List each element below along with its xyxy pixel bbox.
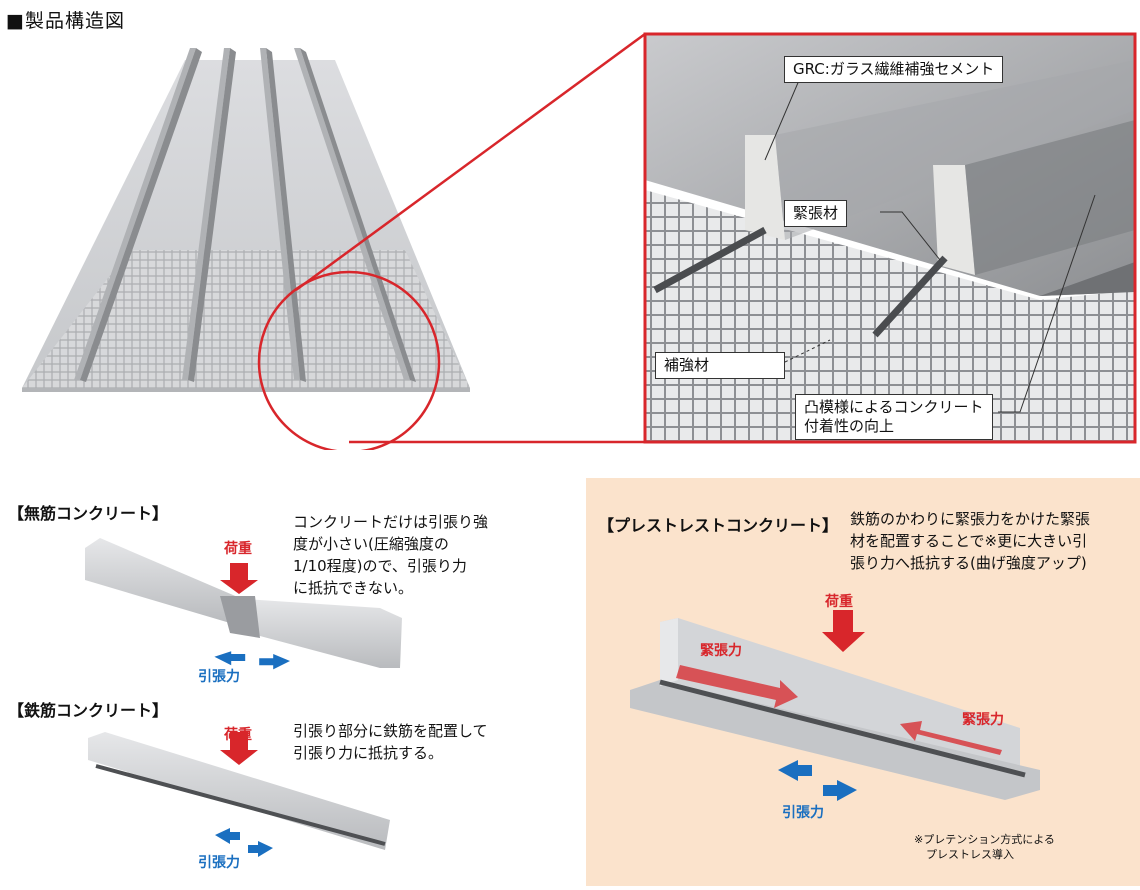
- prestressed-tension-label: 引張力: [782, 805, 824, 821]
- zoom-frame: [643, 32, 1137, 444]
- zoom-detail-illustration: [645, 34, 1135, 442]
- prestressed-concrete-beam: [630, 610, 1040, 801]
- reinforced-concrete-beam: [88, 732, 390, 857]
- surface-bond-label: 凸模様によるコンクリート 付着性の向上: [795, 394, 993, 440]
- prestressed-concrete-heading: 【プレストレストコンクリート】: [598, 516, 839, 535]
- reinforced-load-label: 荷重: [224, 727, 252, 743]
- plain-concrete-heading: 【無筋コンクリート】: [8, 504, 169, 523]
- reinforced-tension-label: 引張力: [198, 855, 240, 871]
- plain-load-label: 荷重: [224, 541, 252, 557]
- reinforced-concrete-heading: 【鉄筋コンクリート】: [8, 701, 169, 720]
- plain-concrete-beam: [85, 538, 402, 670]
- prestress-label-right: 緊張力: [962, 712, 1004, 728]
- zoom-circle: [257, 270, 441, 450]
- prestressed-load-label: 荷重: [825, 594, 853, 610]
- tendon-label: 緊張材: [784, 200, 848, 227]
- grc-label: GRC:ガラス繊維補強セメント: [784, 56, 1004, 83]
- reinforced-concrete-description: 引張り部分に鉄筋を配置して 引張り力に抵抗する。: [293, 722, 488, 762]
- grc-panel-illustration: [22, 48, 470, 392]
- plain-tension-label: 引張力: [198, 669, 240, 685]
- prestressed-concrete-description: 鉄筋のかわりに緊張力をかけた緊張 材を配置することで※更に大きい引 張り力へ抵抗…: [850, 510, 1091, 572]
- pretension-note: ※プレテンション方式による プレストレス導入: [914, 833, 1055, 861]
- plain-concrete-description: コンクリートだけは引張り強 度が小さい(圧縮強度の 1/10程度)ので、引張り力…: [293, 513, 489, 597]
- prestress-label-left: 緊張力: [700, 643, 742, 659]
- page-title: ■製品構造図: [6, 10, 125, 32]
- reinforcement-label: 補強材: [655, 352, 785, 379]
